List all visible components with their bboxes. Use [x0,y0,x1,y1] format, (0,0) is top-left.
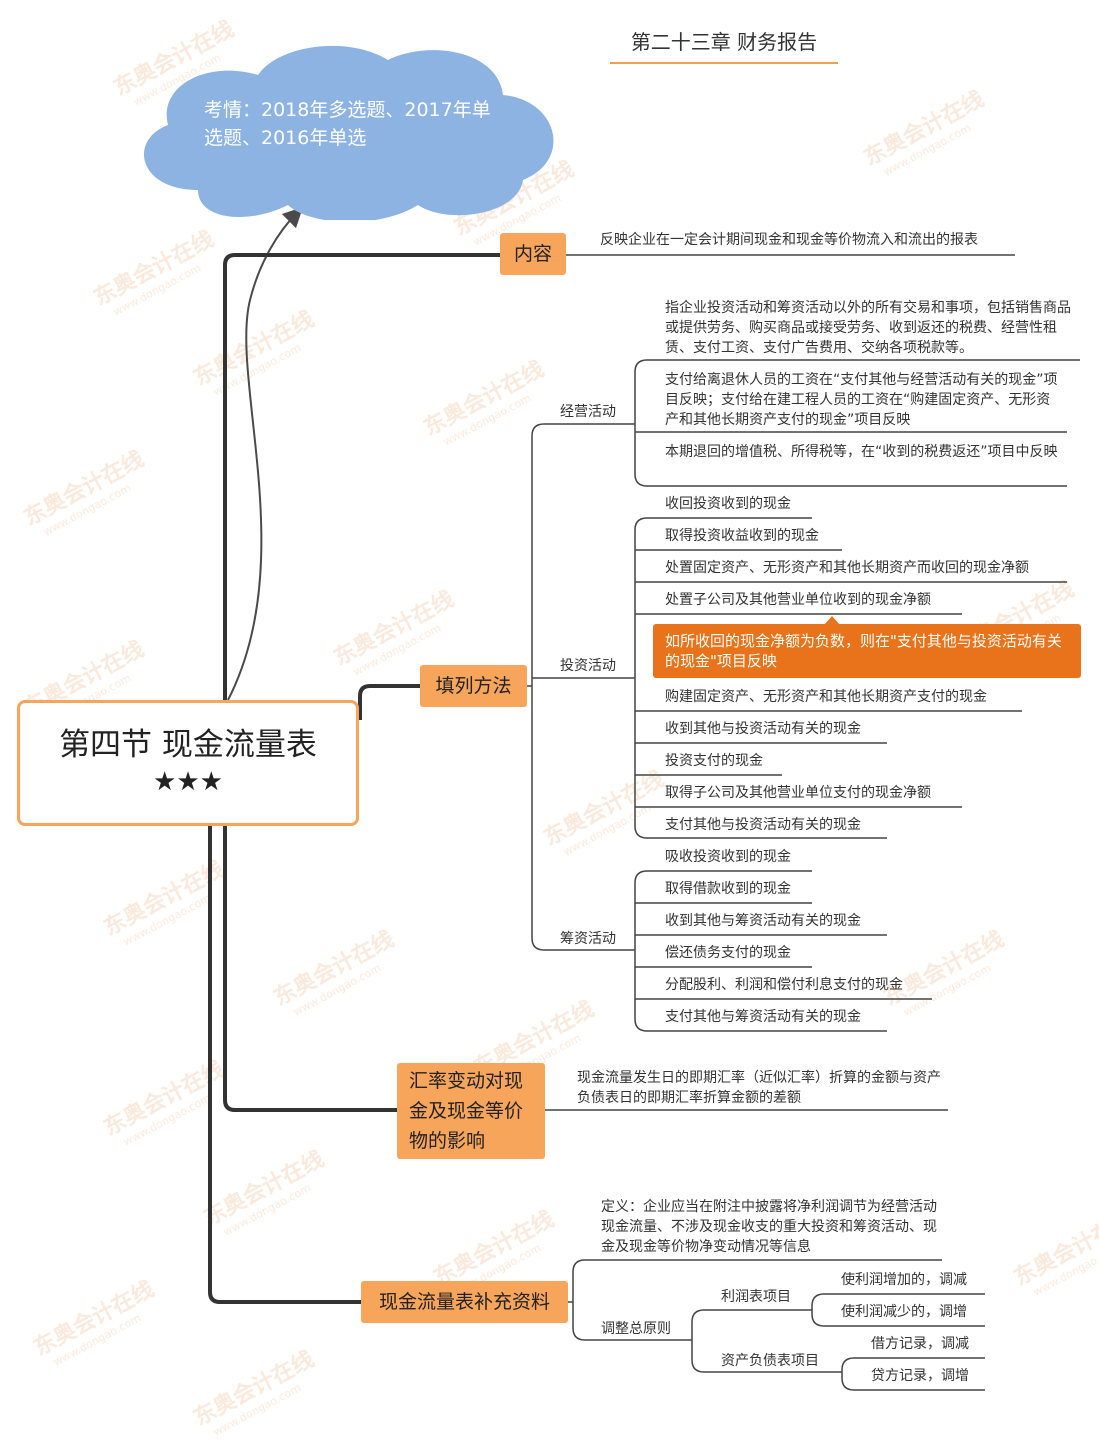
investing-item: 投资支付的现金 [665,753,763,769]
branch-exchange-rate[interactable]: 汇率变动对现金及现金等价物的影响 [397,1063,545,1159]
root-title: 第四节 现金流量表 [59,727,317,763]
callout-text: 如所收回的现金净额为负数，则在"支付其他与投资活动有关的现金"项目反映 [665,632,1062,670]
operating-item: 本期退回的增值税、所得税等，在“收到的税费返还”项目中反映 [665,444,1058,460]
investing-item: 收到其他与投资活动有关的现金 [665,721,861,737]
investing-item: 购建固定资产、无形资产和其他长期资产支付的现金 [665,689,987,705]
cloud-callout: 考情：2018年多选题、2017年单选题、2016年单选 [128,40,568,222]
cloud-shape [144,45,554,222]
chapter-title: 第二十三章 财务报告 [630,30,818,54]
branch-supplementary[interactable]: 现金流量表补充资料 [361,1281,568,1323]
content-text: 反映企业在一定会计期间现金和现金等价物流入和流出的报表 [600,232,978,248]
financing-item: 收到其他与筹资活动有关的现金 [665,913,861,929]
financing-item: 取得借款收到的现金 [665,881,791,897]
financing-item: 支付其他与筹资活动有关的现金 [665,1009,861,1025]
investing-item: 取得投资收益收到的现金 [665,528,819,544]
income-statement-items-label: 利润表项目 [721,1289,791,1305]
investing-item: 处置固定资产、无形资产和其他长期资产而收回的现金净额 [665,560,1029,576]
financing-item: 分配股利、利润和偿付利息支付的现金 [665,977,903,993]
branch-content[interactable]: 内容 [500,233,566,275]
root-stars: ★★★ [153,767,223,797]
financing-activities-label: 筹资活动 [560,931,616,947]
income-item: 使利润增加的，调减 [841,1272,967,1288]
balance-item: 贷方记录，调增 [871,1368,969,1384]
connector-lines [208,62,1080,1391]
financing-item: 偿还债务支付的现金 [665,945,791,961]
income-item: 使利润减少的，调增 [841,1304,967,1320]
balance-sheet-items-label: 资产负债表项目 [721,1353,819,1369]
investing-item: 处置子公司及其他营业单位收到的现金净额 [665,592,931,608]
exchange-rate-text: 现金流量发生日的即期汇率（近似汇率）折算的金额与资产负债表日的即期汇率折算金额的… [577,1070,941,1106]
investing-item: 取得子公司及其他营业单位支付的现金净额 [665,785,931,801]
cloud-text: 考情：2018年多选题、2017年单选题、2016年单选 [204,99,491,149]
supplementary-definition: 定义：企业应当在附注中披露将净利润调节为经营活动现金流量、不涉及现金收支的重大投… [601,1199,937,1255]
investing-item: 收回投资收到的现金 [665,496,791,512]
operating-item: 支付给离退休人员的工资在“支付其他与经营活动有关的现金”项目反映；支付给在建工程… [665,372,1058,428]
branch-fill-method[interactable]: 填列方法 [420,665,527,707]
callout-pointer [825,616,839,624]
operating-activities-label: 经营活动 [560,404,616,420]
investing-item: 支付其他与投资活动有关的现金 [665,817,861,833]
operating-item: 指企业投资活动和筹资活动以外的所有交易和事项，包括销售商品或提供劳务、购买商品或… [665,300,1071,356]
adjustment-principle-label: 调整总原则 [601,1321,671,1337]
investing-activities-label: 投资活动 [560,658,616,674]
negative-net-callout: 如所收回的现金净额为负数，则在"支付其他与投资活动有关的现金"项目反映 [653,616,1081,678]
balance-item: 借方记录，调减 [871,1336,969,1352]
root-node[interactable]: 第四节 现金流量表 ★★★ [17,700,359,826]
financing-item: 吸收投资收到的现金 [665,849,791,865]
